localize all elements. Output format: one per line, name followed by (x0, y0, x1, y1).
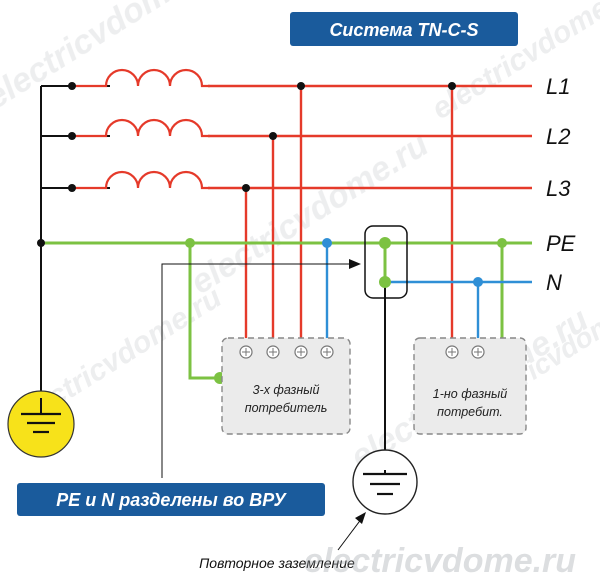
single-phase-label-2: потребит. (437, 405, 503, 419)
note-badge: PE и N разделены во ВРУ (17, 483, 325, 516)
three-phase-consumer-box (221, 337, 351, 435)
transformer-ground-icon (7, 390, 75, 458)
vru-pointer (161, 259, 361, 478)
bottom-watermark: electricvdome.ru (304, 542, 576, 578)
note-text: PE и N разделены во ВРУ (56, 490, 287, 510)
single-phase-label-1: 1-но фазный (433, 387, 507, 401)
note-badge-bg (17, 483, 325, 516)
label-n: N (546, 270, 562, 295)
pe-lines (41, 241, 532, 380)
watermark: electricvdome.ru (184, 125, 435, 302)
re-grounding-caption: Повторное заземление (199, 555, 355, 571)
label-l1: L1 (546, 74, 570, 99)
phase-lines (208, 84, 532, 352)
transformer-coils (72, 68, 210, 190)
line-labels: L1 L2 L3 PE N (546, 74, 576, 295)
title: Система TN-C-S (329, 20, 478, 40)
title-badge-bg (290, 12, 518, 46)
three-phase-label-1: 3-х фазный (253, 383, 320, 397)
label-l2: L2 (546, 124, 570, 149)
three-phase-label-2: потребитель (245, 401, 328, 415)
re-grounding-pointer (337, 512, 366, 551)
vru-split-box (364, 225, 408, 299)
label-pe: PE (546, 231, 576, 256)
re-grounding-ground-icon (352, 449, 418, 515)
label-l3: L3 (546, 176, 571, 201)
title-badge: Система TN-C-S (290, 12, 518, 46)
three-phase-consumer: 3-х фазный потребитель (221, 337, 351, 435)
single-phase-consumer: 1-но фазный потребит. (413, 337, 527, 435)
watermark: electricvdome.ru (0, 0, 230, 117)
single-phase-consumer-box (413, 337, 527, 435)
